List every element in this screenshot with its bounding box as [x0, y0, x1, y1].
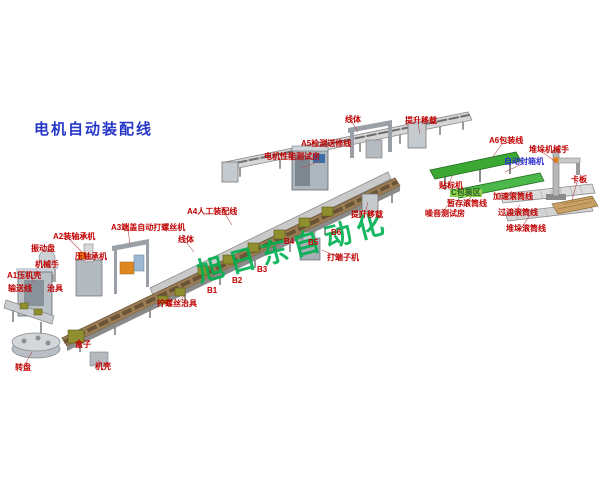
- diagram-label: A1压机壳: [7, 271, 42, 280]
- diagram-label: 堆垛机械手: [529, 145, 569, 154]
- diagram-label: 机械手: [35, 260, 59, 269]
- diagram-label: 治具: [47, 284, 63, 293]
- diagram-label: B5: [308, 238, 319, 247]
- leader-lines: [23, 121, 578, 367]
- diagram-label: B1: [207, 286, 218, 295]
- diagram-label: 过渡滚筒线: [498, 208, 538, 217]
- tote-boxes: [157, 206, 334, 305]
- bearing-machine-a2: [38, 243, 103, 297]
- infeed-conveyor: [3, 299, 55, 334]
- pallet: [551, 195, 599, 215]
- page-title: 电机自动装配线: [34, 121, 154, 138]
- diagram-label: B3: [257, 265, 268, 274]
- diagram-label: C包装区: [450, 188, 482, 197]
- diagram-label: 自动封箱机: [504, 157, 544, 166]
- diagram-label: 打端子机: [327, 253, 359, 262]
- diagram-label: 压轴承机: [75, 252, 107, 261]
- diagram-label: 贴标机: [439, 181, 463, 190]
- terminal-machine: [299, 231, 321, 261]
- test-cabinet: [291, 145, 329, 191]
- lift-transfer-units: [221, 121, 427, 213]
- diagram-label: 提升移载: [351, 210, 383, 219]
- diagram-label: 堆垛滚筒线: [506, 224, 546, 233]
- diagram-label: 线体: [345, 115, 361, 124]
- diagram-label: 卡板: [571, 175, 587, 184]
- gantry-frame: [348, 120, 392, 159]
- diagram-label: 盒子: [75, 340, 91, 349]
- parts-boxes: [67, 329, 109, 367]
- palletizer-robot: [546, 149, 581, 200]
- diagram-label: A3端盖自动打螺丝机: [111, 223, 186, 232]
- diagram-label: 加速滚筒线: [493, 192, 533, 201]
- middle-conveyor: [149, 171, 392, 296]
- diagram-label: 线体: [178, 235, 194, 244]
- diagram-label: A5检测送修线: [301, 139, 352, 148]
- diagram-label: 振动盘: [31, 244, 55, 253]
- diagram-label: 提升移载: [405, 116, 437, 125]
- diagram-label: 转盘: [15, 363, 31, 372]
- diagram-label: B2: [232, 276, 243, 285]
- turntable: [11, 332, 61, 359]
- diagram-label: 暂存滚筒线: [447, 199, 487, 208]
- diagram-label: B4: [284, 237, 295, 246]
- diagram-label: 输送线: [8, 284, 32, 293]
- diagram-label: A6包装线: [489, 136, 524, 145]
- screw-machine-a3: [112, 239, 149, 294]
- diagram-label: A4人工装配线: [187, 207, 238, 216]
- diagram-label: 噪音测试房: [425, 209, 465, 218]
- diagram-label: B6: [331, 228, 342, 237]
- diagram-label: 拧螺丝治具: [157, 299, 197, 308]
- diagram-label: 机壳: [95, 362, 111, 371]
- diagram-label: 电机性能测试房: [264, 152, 320, 161]
- diagram-label: A2装轴承机: [53, 232, 96, 241]
